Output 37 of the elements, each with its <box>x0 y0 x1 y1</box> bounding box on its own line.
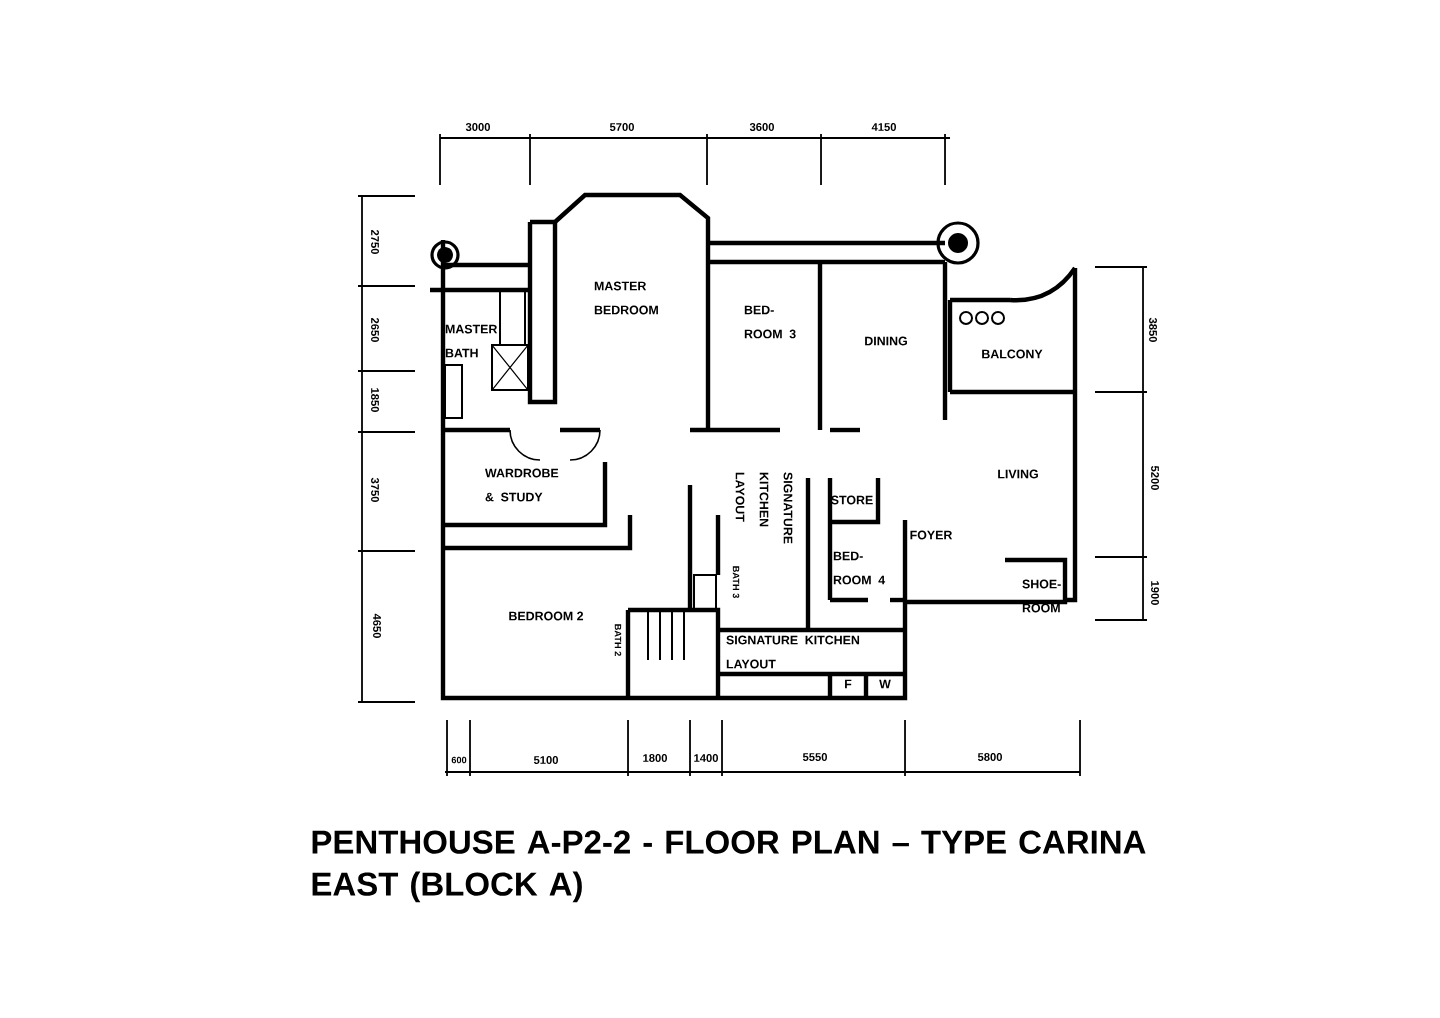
dimension-value: 5100 <box>533 756 558 764</box>
dimension-value: 5200 <box>1151 465 1159 490</box>
room-label: W <box>879 679 891 689</box>
dimension-value: 1850 <box>371 388 379 412</box>
dimension-value: 2750 <box>371 229 379 254</box>
dimension-value: 3600 <box>749 123 774 131</box>
room-label: LIVING <box>998 469 1038 479</box>
room-label: MASTER BATH <box>445 324 498 358</box>
room-label: FOYER <box>910 530 953 540</box>
room-label: BALCONY <box>982 349 1043 359</box>
dimension-value: 1900 <box>1151 581 1159 605</box>
room-label: SIGNATURE KITCHEN LAYOUT <box>726 635 860 669</box>
room-label: BED- ROOM 3 <box>744 305 796 339</box>
room-label: SIGNATURE KITCHEN LAYOUT <box>735 472 793 544</box>
dimension-value: 5550 <box>802 753 827 761</box>
dimension-value: 4650 <box>373 613 381 638</box>
dimension-value: 3750 <box>371 477 379 502</box>
room-label: F <box>845 679 852 689</box>
title: PENTHOUSE A-P2-2 - FLOOR PLAN – TYPE CARINA EAST (BLOCK A) <box>312 830 1146 903</box>
room-label: 600 <box>451 756 467 764</box>
dimension-value: 2650 <box>371 317 379 342</box>
room-label: STORE <box>831 495 873 505</box>
dimension-value: 4150 <box>871 123 896 131</box>
dimension-value: 3850 <box>1149 317 1157 342</box>
room-label: BATH 2 <box>614 624 622 656</box>
room-label: SHOE- ROOM <box>1022 579 1061 613</box>
room-label: BEDROOM 2 <box>509 611 584 621</box>
room-label: BED- ROOM 4 <box>833 551 886 585</box>
room-label: WARDROBE & STUDY <box>485 468 559 502</box>
dimension-value: 1400 <box>694 754 718 762</box>
dimension-value: 1800 <box>643 754 667 762</box>
room-label: MASTER BEDROOM <box>594 281 658 315</box>
dimension-value: 5700 <box>609 123 634 131</box>
room-label: BATH 3 <box>732 566 740 598</box>
dimension-value: 3000 <box>465 123 490 131</box>
dimension-value: 5800 <box>977 753 1002 761</box>
room-label: DINING <box>865 336 907 346</box>
